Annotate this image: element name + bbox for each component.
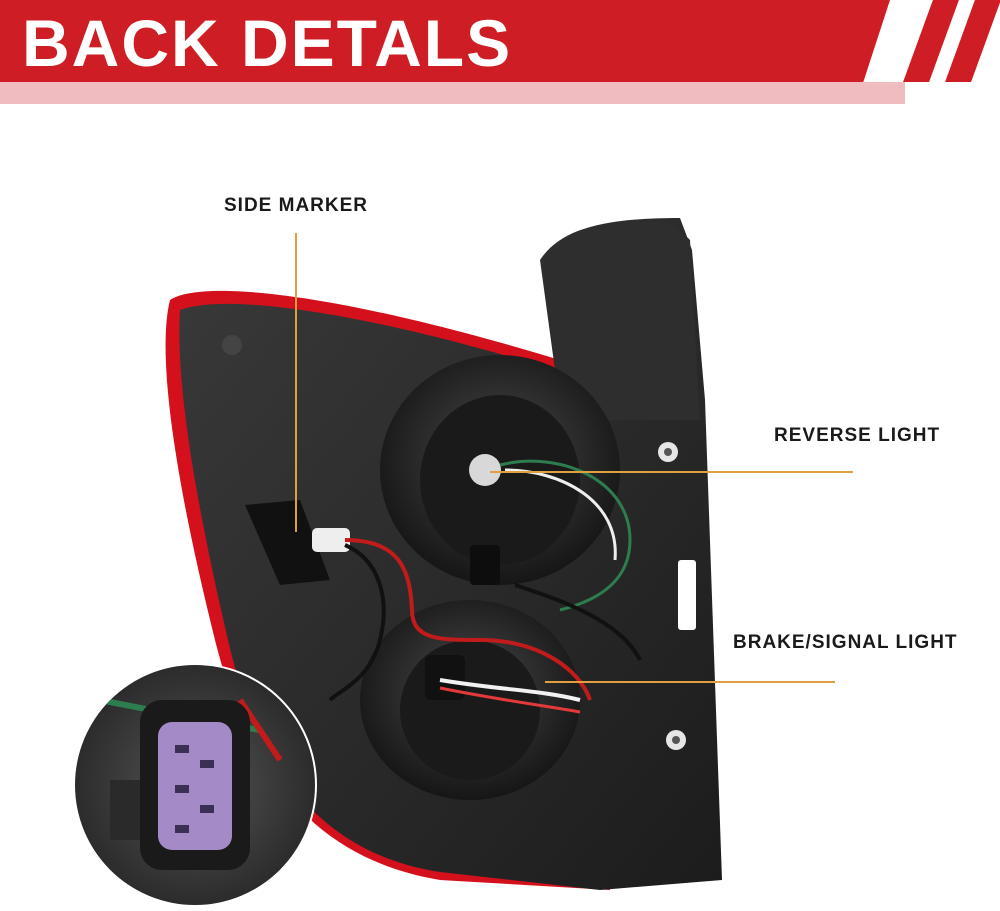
top-mount-tab bbox=[545, 221, 700, 420]
side-marker-label: SIDE MARKER bbox=[224, 195, 369, 216]
connector-face bbox=[158, 722, 232, 850]
reverse-light-label: REVERSE LIGHT bbox=[774, 425, 941, 446]
header-banner-shadow bbox=[0, 82, 905, 104]
page-title: BACK DETALS bbox=[22, 6, 513, 80]
side-marker-socket bbox=[312, 528, 350, 552]
header-banner bbox=[0, 0, 890, 82]
connector-inset bbox=[73, 663, 317, 907]
brake-signal-light-label: BRAKE/SIGNAL LIGHT bbox=[733, 632, 958, 653]
